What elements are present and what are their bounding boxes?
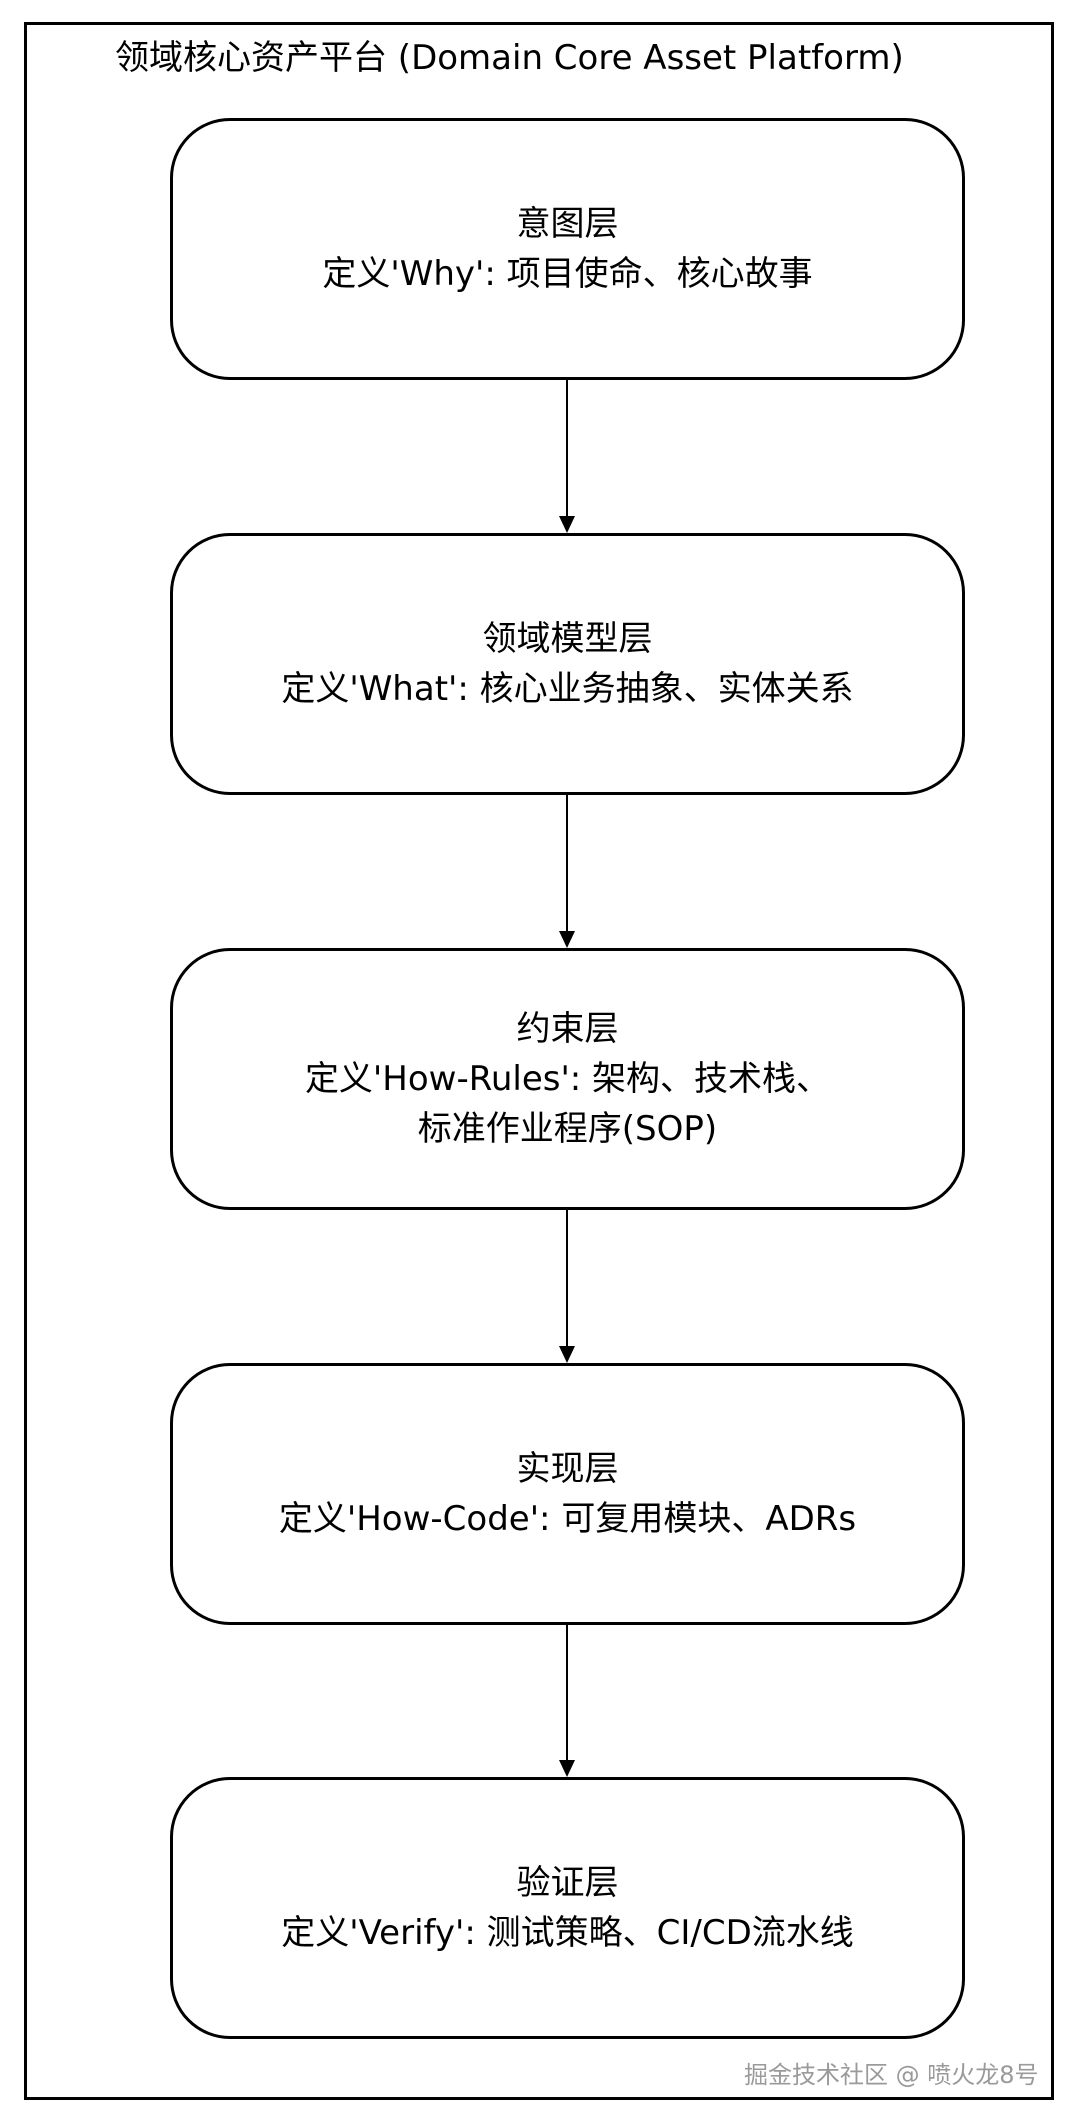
verification-layer-name: 验证层 (516, 1863, 619, 1903)
verification-layer-box: 验证层 定义'Verify': 测试策略、CI/CD流水线 (170, 1777, 965, 2039)
arrow-intent-to-domain (559, 380, 575, 533)
platform-frame (24, 22, 1054, 2100)
verification-layer-description: 定义'Verify': 测试策略、CI/CD流水线 (281, 1913, 854, 1953)
arrow-constraint-to-implementation (559, 1210, 575, 1363)
implementation-layer-description: 定义'How-Code': 可复用模块、ADRs (278, 1499, 857, 1539)
watermark-text: 掘金技术社区 @ 喷火龙8号 (744, 2061, 1039, 2089)
implementation-layer-box: 实现层 定义'How-Code': 可复用模块、ADRs (170, 1363, 965, 1625)
constraint-layer-name: 约束层 (516, 1009, 619, 1049)
constraint-layer-box: 约束层 定义'How-Rules': 架构、技术栈、 标准作业程序(SOP) (170, 948, 965, 1210)
constraint-layer-description-line-1: 定义'How-Rules': 架构、技术栈、 (304, 1059, 831, 1099)
intent-layer-description: 定义'Why': 项目使命、核心故事 (322, 254, 813, 294)
domain-model-layer-box: 领域模型层 定义'What': 核心业务抽象、实体关系 (170, 533, 965, 795)
arrow-domain-to-constraint (559, 795, 575, 948)
intent-layer-name: 意图层 (516, 204, 619, 244)
implementation-layer-name: 实现层 (516, 1449, 619, 1489)
constraint-layer-description-line-2: 标准作业程序(SOP) (417, 1109, 718, 1149)
domain-model-layer-description: 定义'What': 核心业务抽象、实体关系 (281, 669, 854, 709)
platform-title: 领域核心资产平台 (Domain Core Asset Platform) (115, 38, 904, 78)
domain-model-layer-name: 领域模型层 (482, 619, 653, 659)
arrow-implementation-to-verification (559, 1625, 575, 1777)
intent-layer-box: 意图层 定义'Why': 项目使命、核心故事 (170, 118, 965, 380)
